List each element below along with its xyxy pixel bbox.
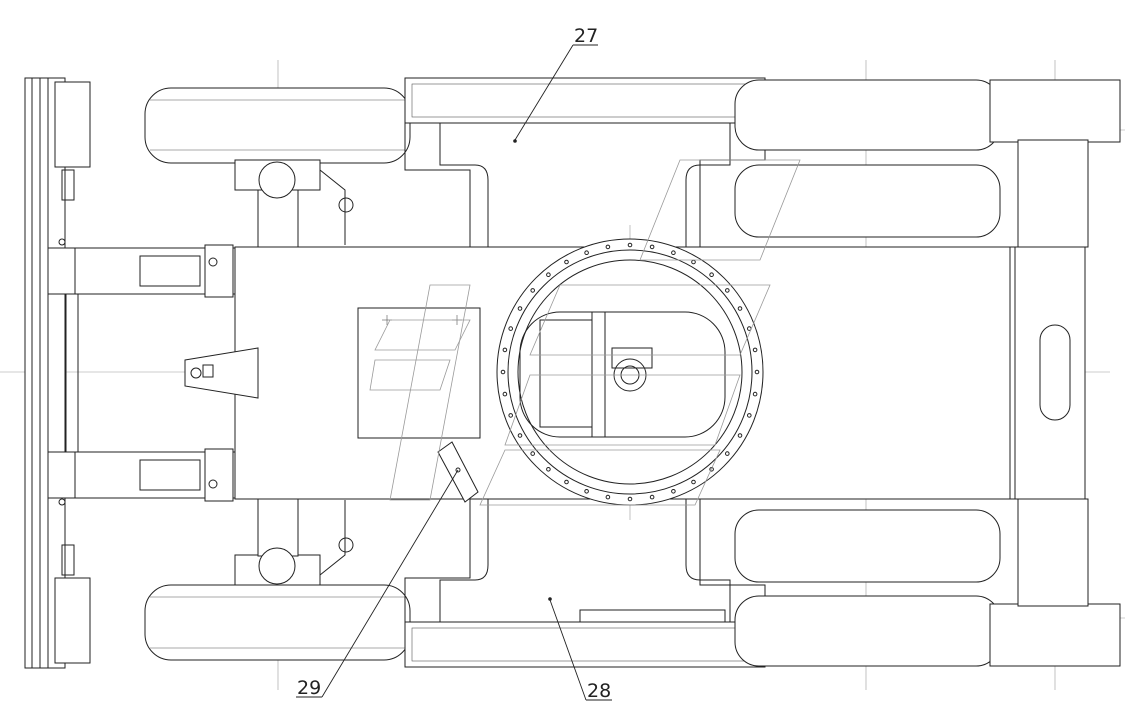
ring-bolt [709,272,714,278]
ring-bolt [546,272,551,278]
slewing-ring [496,238,764,506]
ring-bolt [649,494,655,500]
front-axle-parts [234,159,354,586]
ring-bolt [649,244,655,250]
ring-bolt [564,479,569,485]
ring-bolt [737,433,743,438]
ring-bolt [671,250,676,255]
ring-bolt [627,496,633,502]
ring-bolt [500,369,506,375]
ring-bolt [508,326,514,331]
side-step-top [404,77,766,247]
ring-bolt [627,242,633,248]
side-step-bottom [404,499,766,668]
ring-bolt [752,347,758,353]
callout-29: 29 [296,469,459,699]
ring-bolt [691,479,696,485]
rear-wheels [734,79,1001,667]
callout-label-28: 28 [587,680,611,702]
dozer-blade [24,77,91,669]
ring-bolt [564,259,569,265]
ring-bolt [754,369,760,375]
ring-bolt [725,451,730,456]
callout-label-29: 29 [297,677,321,699]
ring-bolt [605,244,611,250]
ring-bolt [530,288,536,293]
front-wheels [144,87,411,661]
bracket-29 [437,441,479,503]
ring-bolt [530,451,536,456]
watermark [369,159,801,506]
ring-bolt [671,489,676,494]
ring-bolt [605,494,611,500]
ring-bolt [709,467,714,472]
ring-bolt [752,391,758,397]
ring-bolt [502,391,508,397]
rear-axle [989,79,1121,667]
ring-bolt [508,413,514,418]
ring-bolt [737,306,743,311]
callout-28: 28 [548,597,612,702]
ring-bolt [725,288,730,293]
ring-bolt [502,347,508,353]
cab-plate [357,307,481,439]
callout-label-27: 27 [574,25,598,47]
ring-bolt [584,489,589,494]
ring-bolt [546,467,551,472]
callout-27: 27 [513,25,598,143]
ring-bolt [747,413,752,418]
blade-arms [47,244,239,502]
ring-bolt [517,306,523,311]
ring-bolt [517,433,523,438]
ring-bolt [584,250,589,255]
